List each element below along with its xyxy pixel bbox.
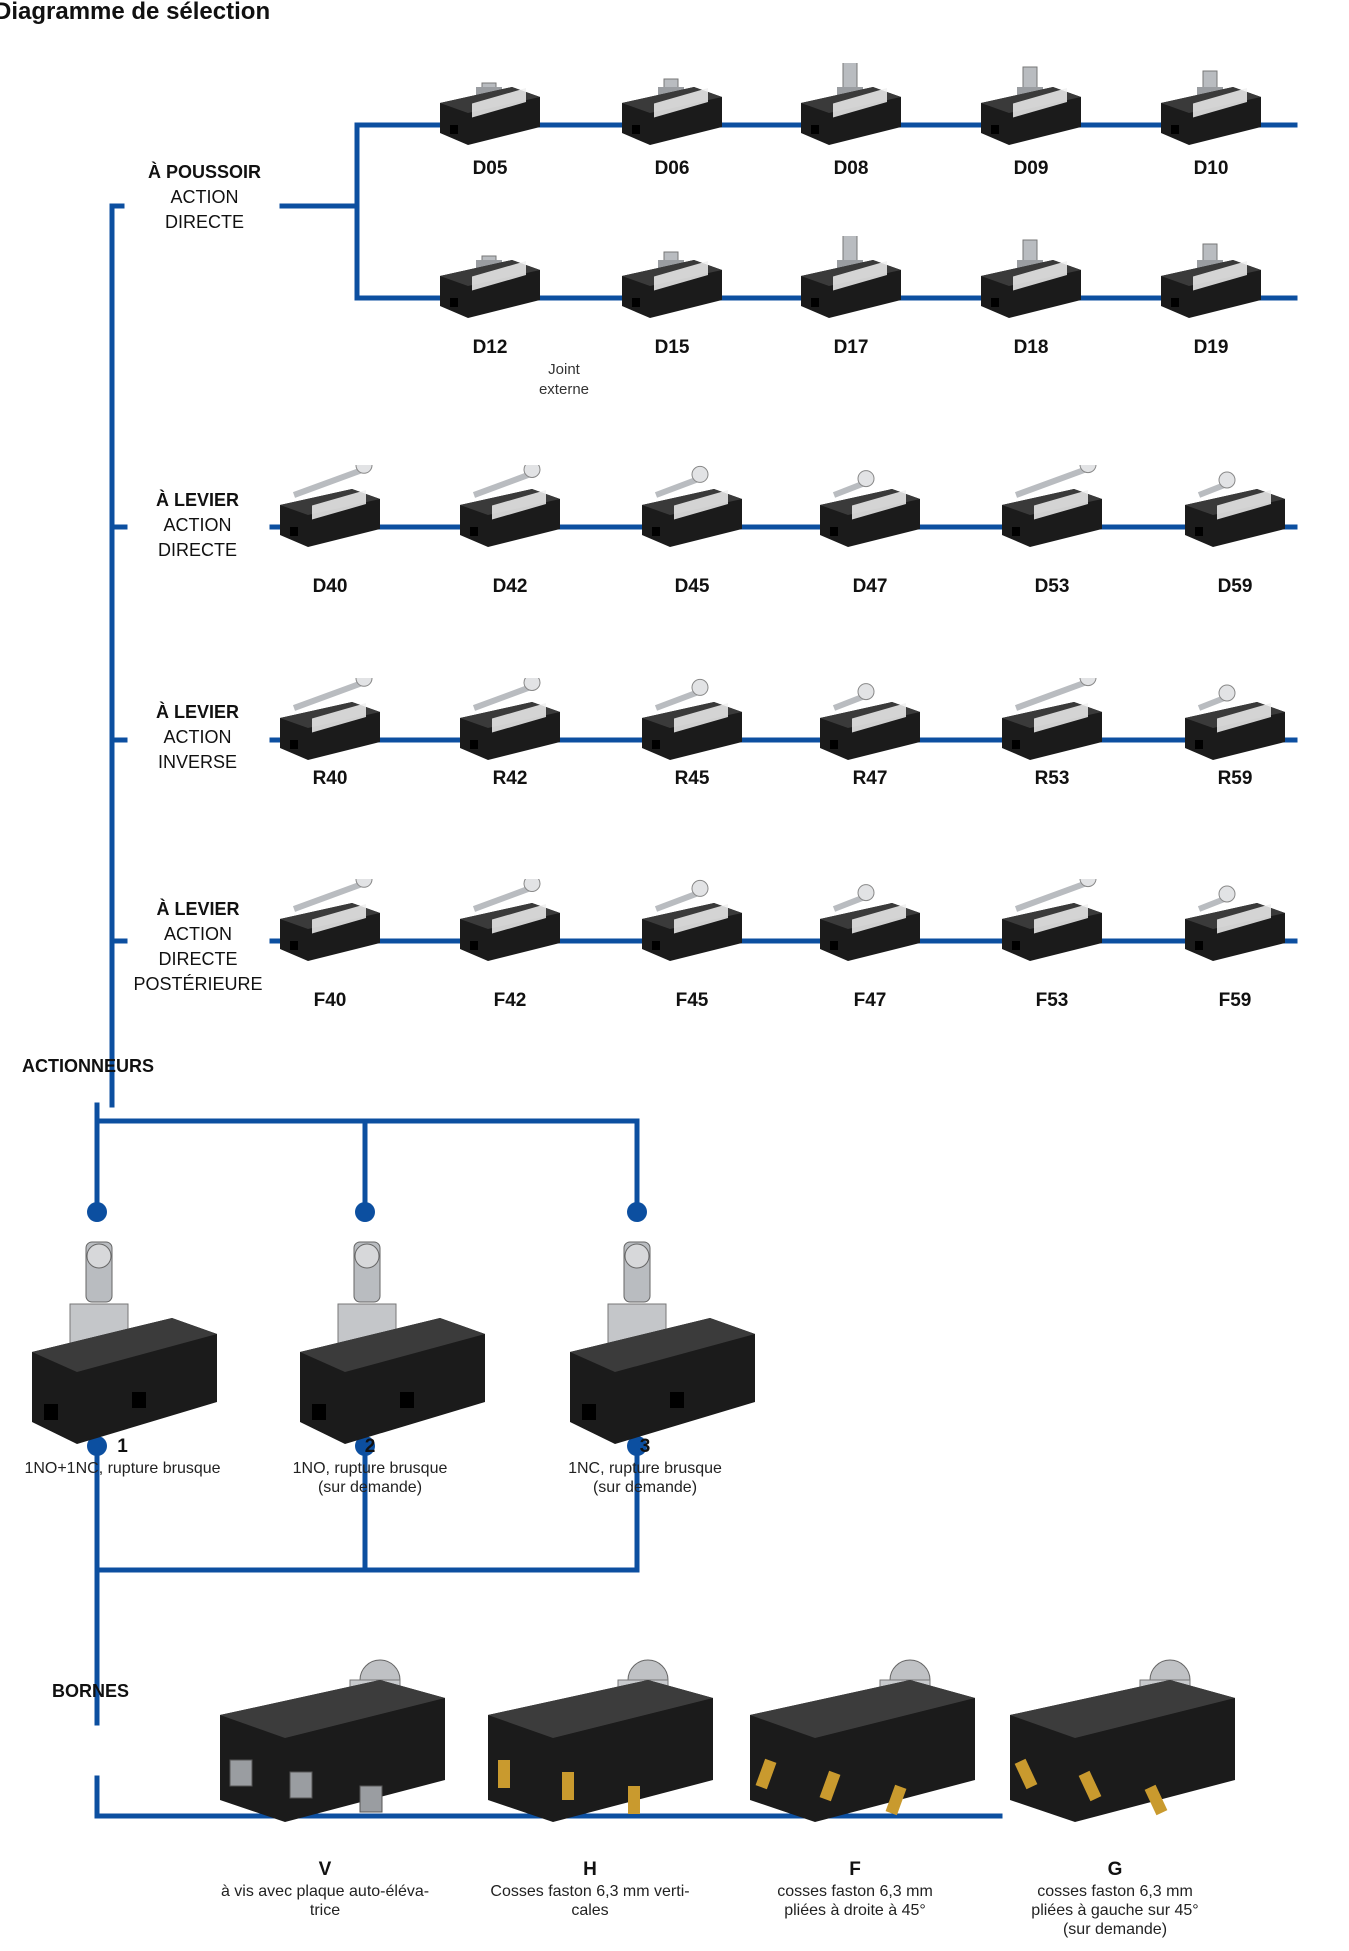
contact-block-image-2 xyxy=(290,1222,490,1452)
actuator-code-D17: D17 xyxy=(833,337,869,358)
actuator-code-D15: D15 xyxy=(654,337,690,358)
actuator-image-D17 xyxy=(793,236,909,324)
actuator-image-D09 xyxy=(973,63,1089,151)
actuator-image-F59 xyxy=(1177,879,1293,967)
actuator-image-D19 xyxy=(1153,236,1269,324)
actuator-image-D05 xyxy=(432,63,548,151)
actuator-code-D05: D05 xyxy=(472,158,508,179)
terminal-image-V xyxy=(210,1640,460,1830)
actuator-image-F53 xyxy=(994,879,1110,967)
actuator-image-D42 xyxy=(452,465,568,553)
actuator-code-D53: D53 xyxy=(1034,576,1070,597)
actuator-code-F59: F59 xyxy=(1218,990,1252,1011)
actuator-image-D12 xyxy=(432,236,548,324)
actuator-image-R47 xyxy=(812,678,928,766)
actuator-image-D59 xyxy=(1177,465,1293,553)
actuator-code-F45: F45 xyxy=(675,990,709,1011)
actuator-code-F42: F42 xyxy=(493,990,527,1011)
actuator-image-D06 xyxy=(614,63,730,151)
contact-block-image-1 xyxy=(22,1222,222,1452)
terminal-image-H xyxy=(478,1640,728,1830)
actuator-image-D45 xyxy=(634,465,750,553)
actuator-image-F45 xyxy=(634,879,750,967)
terminal-image-G xyxy=(1000,1640,1250,1830)
actuator-image-F42 xyxy=(452,879,568,967)
actuator-image-F40 xyxy=(272,879,388,967)
actuator-code-R47: R47 xyxy=(852,768,888,789)
actuator-code-D19: D19 xyxy=(1193,337,1229,358)
actuator-code-D47: D47 xyxy=(852,576,888,597)
actuator-code-F47: F47 xyxy=(853,990,887,1011)
section-terminals: BORNES xyxy=(52,1681,130,1701)
actuator-image-R59 xyxy=(1177,678,1293,766)
actuator-image-R53 xyxy=(994,678,1110,766)
actuator-image-R45 xyxy=(634,678,750,766)
actuator-image-D53 xyxy=(994,465,1110,553)
actuator-code-D59: D59 xyxy=(1217,576,1253,597)
actuator-code-D40: D40 xyxy=(312,576,348,597)
actuator-code-D06: D06 xyxy=(654,158,690,179)
actuator-code-D45: D45 xyxy=(674,576,710,597)
actuator-code-R45: R45 xyxy=(674,768,710,789)
terminal-image-F xyxy=(740,1640,990,1830)
actuator-code-D09: D09 xyxy=(1013,158,1049,179)
actuator-image-D47 xyxy=(812,465,928,553)
actuator-image-D10 xyxy=(1153,63,1269,151)
actuator-code-R42: R42 xyxy=(492,768,528,789)
actuator-code-D18: D18 xyxy=(1013,337,1049,358)
actuator-code-D12: D12 xyxy=(472,337,508,358)
actuator-image-D18 xyxy=(973,236,1089,324)
actuator-image-R40 xyxy=(272,678,388,766)
diagram-title: Diagramme de sélection xyxy=(0,0,271,25)
actuator-image-D15 xyxy=(614,236,730,324)
actuator-code-D42: D42 xyxy=(492,576,528,597)
actuator-code-R59: R59 xyxy=(1217,768,1253,789)
actuator-code-R53: R53 xyxy=(1034,768,1070,789)
actuator-image-R42 xyxy=(452,678,568,766)
actuator-code-D08: D08 xyxy=(833,158,869,179)
contact-block-image-3 xyxy=(560,1222,760,1452)
actuator-code-F40: F40 xyxy=(313,990,347,1011)
actuator-image-D08 xyxy=(793,63,909,151)
actuator-code-F53: F53 xyxy=(1035,990,1069,1011)
actuator-code-R40: R40 xyxy=(312,768,348,789)
actuator-image-D40 xyxy=(272,465,388,553)
actuator-code-D10: D10 xyxy=(1193,158,1229,179)
actuator-image-F47 xyxy=(812,879,928,967)
section-actuators: ACTIONNEURS xyxy=(22,1056,155,1076)
